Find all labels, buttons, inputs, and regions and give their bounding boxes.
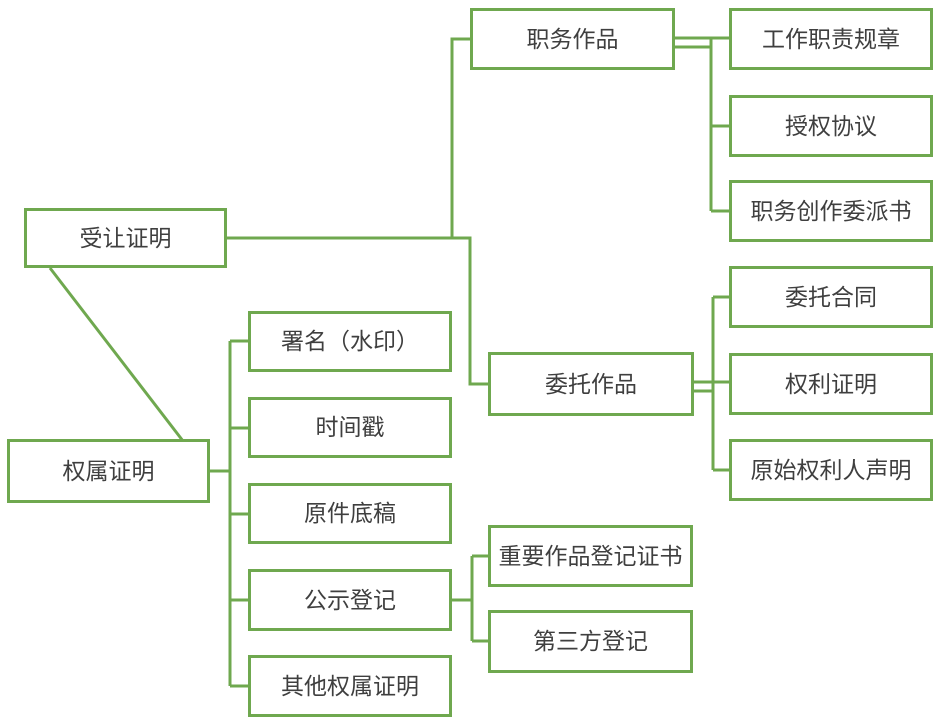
edges-from-public-registration	[452, 554, 488, 643]
node-assignment-letter: 职务创作委派书	[729, 180, 933, 242]
node-job-duty-regulations: 工作职责规章	[729, 8, 933, 70]
node-other-ownership-proof: 其他权属证明	[248, 655, 452, 717]
edges-from-transfer-proof	[48, 37, 488, 442]
node-work-for-hire: 职务作品	[470, 8, 675, 70]
node-signature-watermark: 署名（水印）	[248, 311, 452, 372]
edge-transfer-to-ownership-diagonal	[48, 267, 185, 442]
node-authorization-agreement: 授权协议	[729, 95, 933, 157]
node-original-holder-statement: 原始权利人声明	[729, 439, 933, 501]
edges-from-commissioned-work	[694, 295, 729, 472]
node-commission-contract: 委托合同	[729, 266, 933, 328]
node-commissioned-work: 委托作品	[488, 352, 694, 416]
node-ownership-proof: 权属证明	[7, 439, 210, 503]
node-important-work-cert: 重要作品登记证书	[488, 525, 693, 587]
node-transfer-proof: 受让证明	[24, 208, 227, 268]
edge-transfer-to-commissioned	[227, 236, 488, 386]
edges-from-work-for-hire	[675, 36, 729, 213]
edges-from-ownership-proof	[210, 339, 248, 688]
node-timestamp: 时间戳	[248, 397, 452, 458]
node-rights-proof: 权利证明	[729, 353, 933, 415]
node-original-draft: 原件底稿	[248, 483, 452, 544]
edge-transfer-to-work-for-hire	[227, 37, 470, 240]
node-third-party-registration: 第三方登记	[488, 610, 693, 673]
node-public-registration: 公示登记	[248, 569, 452, 631]
